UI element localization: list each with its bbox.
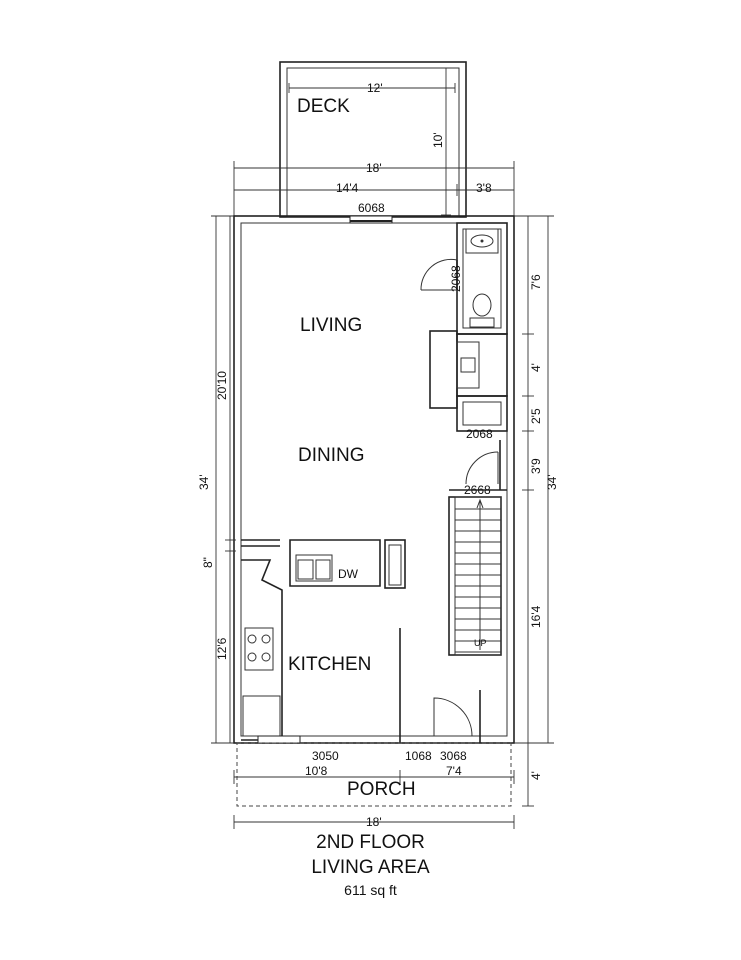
bottom-openings: 3050 1068 3068 bbox=[257, 735, 467, 763]
wall-gap-dim: 8" bbox=[201, 557, 215, 568]
porch-door-b-code: 3068 bbox=[440, 749, 467, 763]
stairs: 2668 UP bbox=[448, 483, 507, 656]
hall-door: 2068 bbox=[465, 427, 501, 490]
hall-depth-dim: 2'5 bbox=[529, 408, 543, 424]
dining-label: DINING bbox=[298, 445, 365, 466]
floor-subtitle: LIVING AREA bbox=[311, 857, 430, 878]
porch-label: PORCH bbox=[347, 779, 416, 800]
bath-depth-dim: 7'6 bbox=[529, 274, 543, 290]
porch-left-dim: 10'8 bbox=[305, 764, 328, 778]
overall-depth-left-dim: 34' bbox=[197, 474, 211, 490]
kitchen-window-code: 3050 bbox=[312, 749, 339, 763]
right-dimensions: 34' 7'6 4' 2'5 3'9 16'4 bbox=[514, 215, 559, 744]
overall-width-top-dim: 18' bbox=[366, 161, 382, 175]
left-segment-top-dim: 14'4 bbox=[336, 181, 359, 195]
porch-depth-dim: 4' bbox=[529, 771, 543, 780]
slider-door-code: 6068 bbox=[358, 201, 385, 215]
top-dimensions: 18' 14'4 3'8 bbox=[233, 161, 515, 216]
landing-depth-dim: 3'9 bbox=[529, 458, 543, 474]
kitchen: DW KITCHEN bbox=[241, 539, 481, 743]
right-segment-top-dim: 3'8 bbox=[476, 181, 492, 195]
bathroom: 2068 bbox=[420, 222, 508, 335]
deck: DECK 12' 10' bbox=[279, 61, 467, 218]
closet-depth-dim: 4' bbox=[529, 363, 543, 372]
porch-right-dim: 7'4 bbox=[446, 764, 462, 778]
deck-label: DECK bbox=[297, 96, 350, 117]
hall-door-code: 2068 bbox=[466, 427, 493, 441]
floor-title: 2ND FLOOR bbox=[316, 832, 425, 853]
deck-width-dim: 12' bbox=[367, 81, 383, 95]
overall-width-bottom-dim: 18' bbox=[366, 815, 382, 829]
living-dining-depth-dim: 20'10 bbox=[215, 371, 229, 400]
deck-depth-dim: 10' bbox=[431, 132, 445, 148]
closet-area bbox=[429, 330, 508, 432]
left-dimensions: 34' 20'10 8" 12'6 bbox=[197, 215, 236, 744]
living-label: LIVING bbox=[300, 315, 362, 336]
porch-door-a-code: 1068 bbox=[405, 749, 432, 763]
dishwasher-label: DW bbox=[338, 567, 359, 581]
porch: 10'8 7'4 PORCH 4' 18' bbox=[233, 742, 543, 829]
kitchen-depth-dim: 12'6 bbox=[215, 637, 229, 660]
floor-area: 611 sq ft bbox=[344, 882, 397, 898]
stair-up-label: UP bbox=[474, 638, 487, 648]
overall-depth-right-dim: 34' bbox=[545, 474, 559, 490]
kitchen-label: KITCHEN bbox=[288, 654, 371, 675]
stair-depth-dim: 16'4 bbox=[529, 605, 543, 628]
outer-walls: 6068 bbox=[233, 201, 515, 744]
bath-door-code: 2068 bbox=[449, 265, 463, 292]
